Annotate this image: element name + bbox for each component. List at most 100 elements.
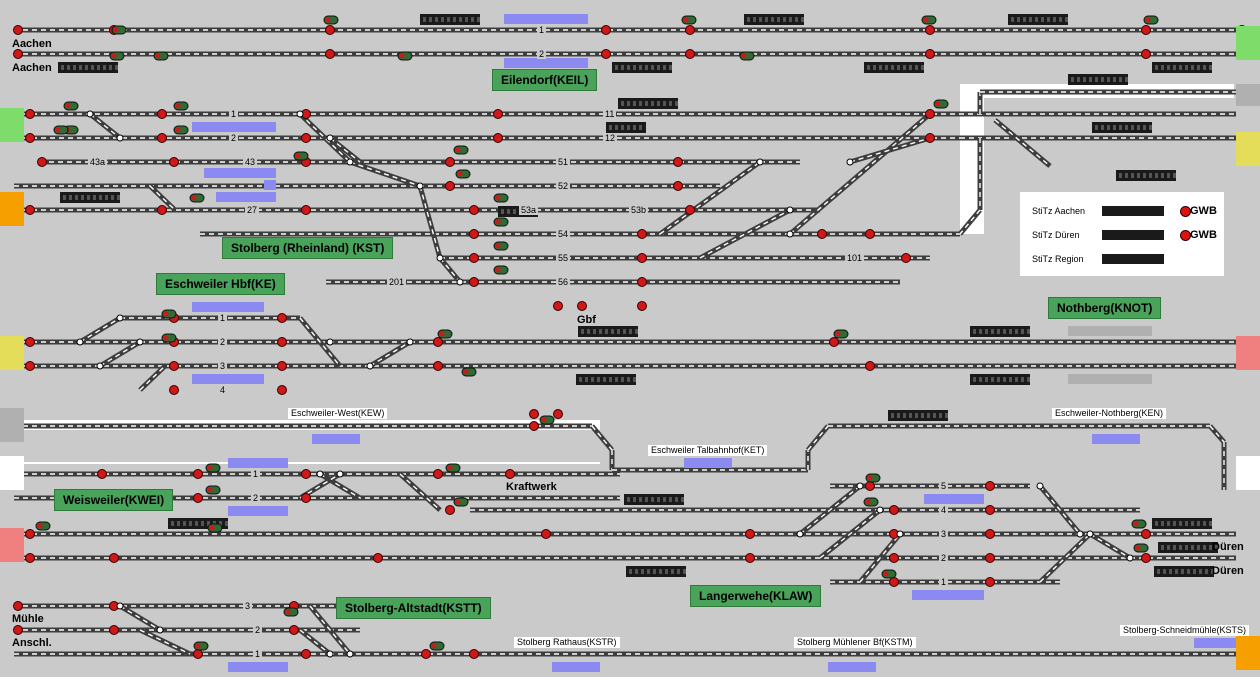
signal-icon[interactable]	[25, 337, 35, 347]
signal-icon[interactable]	[433, 469, 443, 479]
signal-icon[interactable]	[97, 469, 107, 479]
signal-icon[interactable]	[673, 157, 683, 167]
station-stolberg-altstadt[interactable]: Stolberg-Altstadt(KSTT)	[336, 597, 491, 619]
signal-icon[interactable]	[1141, 529, 1151, 539]
switch-point[interactable]	[856, 482, 864, 490]
switch-point[interactable]	[786, 230, 794, 238]
edge-connector-left-white[interactable]	[0, 456, 24, 490]
station-weisweiler[interactable]: Weisweiler(KWEI)	[54, 489, 174, 511]
switch-point[interactable]	[326, 338, 334, 346]
edge-connector-right-red[interactable]	[1236, 336, 1260, 370]
edge-connector-right-white[interactable]	[1236, 456, 1260, 490]
switch-point[interactable]	[346, 650, 354, 658]
signal-icon[interactable]	[301, 205, 311, 215]
signal-icon[interactable]	[1141, 25, 1151, 35]
signal-icon[interactable]	[301, 133, 311, 143]
switch-point[interactable]	[406, 338, 414, 346]
switch-point[interactable]	[156, 626, 164, 634]
signal-icon[interactable]	[889, 553, 899, 563]
signal-icon[interactable]	[577, 301, 587, 311]
signal-icon[interactable]	[301, 469, 311, 479]
signal-icon[interactable]	[493, 133, 503, 143]
signal-icon[interactable]	[865, 481, 875, 491]
signal-icon[interactable]	[685, 205, 695, 215]
switch-point[interactable]	[346, 158, 354, 166]
signal-icon[interactable]	[493, 109, 503, 119]
edge-connector-left-green[interactable]	[0, 108, 24, 142]
signal-icon[interactable]	[25, 361, 35, 371]
station-stolberg[interactable]: Stolberg (Rheinland) (KST)	[222, 237, 394, 259]
switch-point[interactable]	[436, 254, 444, 262]
signal-icon[interactable]	[925, 49, 935, 59]
signal-icon[interactable]	[865, 361, 875, 371]
signal-icon[interactable]	[817, 229, 827, 239]
edge-connector-right-grey[interactable]	[1236, 84, 1260, 106]
station-nothberg[interactable]: Nothberg(KNOT)	[1048, 297, 1162, 319]
signal-icon[interactable]	[277, 385, 287, 395]
signal-icon[interactable]	[169, 361, 179, 371]
edge-connector-aachen-right[interactable]	[1236, 26, 1260, 60]
switch-point[interactable]	[1036, 482, 1044, 490]
signal-icon[interactable]	[25, 529, 35, 539]
switch-point[interactable]	[296, 110, 304, 118]
station-eschweiler[interactable]: Eschweiler Hbf(KE)	[156, 273, 285, 295]
signal-icon[interactable]	[985, 481, 995, 491]
switch-point[interactable]	[116, 134, 124, 142]
signal-icon[interactable]	[433, 337, 443, 347]
switch-point[interactable]	[1076, 530, 1084, 538]
station-eilendorf[interactable]: Eilendorf(KEIL)	[492, 69, 598, 91]
signal-icon[interactable]	[553, 409, 563, 419]
signal-icon[interactable]	[469, 649, 479, 659]
signal-icon[interactable]	[1141, 553, 1151, 563]
switch-point[interactable]	[76, 338, 84, 346]
signal-icon[interactable]	[25, 133, 35, 143]
signal-icon[interactable]	[889, 577, 899, 587]
signal-icon[interactable]	[1141, 49, 1151, 59]
signal-icon[interactable]	[445, 505, 455, 515]
signal-icon[interactable]	[985, 577, 995, 587]
signal-icon[interactable]	[109, 553, 119, 563]
edge-connector-left-grey[interactable]	[0, 408, 24, 442]
signal-icon[interactable]	[277, 337, 287, 347]
signal-icon[interactable]	[169, 157, 179, 167]
signal-icon[interactable]	[445, 181, 455, 191]
signal-icon[interactable]	[13, 25, 23, 35]
switch-point[interactable]	[96, 362, 104, 370]
switch-point[interactable]	[796, 530, 804, 538]
signal-icon[interactable]	[109, 625, 119, 635]
signal-icon[interactable]	[637, 277, 647, 287]
signal-icon[interactable]	[469, 277, 479, 287]
signal-icon[interactable]	[25, 553, 35, 563]
signal-icon[interactable]	[193, 469, 203, 479]
signal-icon[interactable]	[673, 181, 683, 191]
switch-point[interactable]	[756, 158, 764, 166]
signal-icon[interactable]	[637, 301, 647, 311]
signal-icon[interactable]	[421, 649, 431, 659]
switch-point[interactable]	[846, 158, 854, 166]
signal-icon[interactable]	[13, 625, 23, 635]
signal-icon[interactable]	[301, 493, 311, 503]
switch-point[interactable]	[366, 362, 374, 370]
legend-gwb-2[interactable]: GWB	[1190, 229, 1217, 241]
legend-gwb-1[interactable]: GWB	[1190, 205, 1217, 217]
signal-icon[interactable]	[925, 109, 935, 119]
signal-icon[interactable]	[193, 649, 203, 659]
switch-point[interactable]	[316, 470, 324, 478]
signal-icon[interactable]	[157, 109, 167, 119]
signal-icon[interactable]	[13, 49, 23, 59]
station-langerwehe[interactable]: Langerwehe(KLAW)	[690, 585, 822, 607]
signal-icon[interactable]	[985, 505, 995, 515]
signal-icon[interactable]	[829, 337, 839, 347]
signal-icon[interactable]	[601, 25, 611, 35]
signal-icon[interactable]	[169, 385, 179, 395]
signal-icon[interactable]	[505, 469, 515, 479]
signal-icon[interactable]	[601, 49, 611, 59]
signal-icon[interactable]	[277, 361, 287, 371]
signal-icon[interactable]	[469, 253, 479, 263]
switch-point[interactable]	[326, 650, 334, 658]
signal-icon[interactable]	[985, 529, 995, 539]
switch-point[interactable]	[136, 338, 144, 346]
signal-icon[interactable]	[529, 421, 539, 431]
signal-icon[interactable]	[985, 553, 995, 563]
signal-icon[interactable]	[541, 529, 551, 539]
